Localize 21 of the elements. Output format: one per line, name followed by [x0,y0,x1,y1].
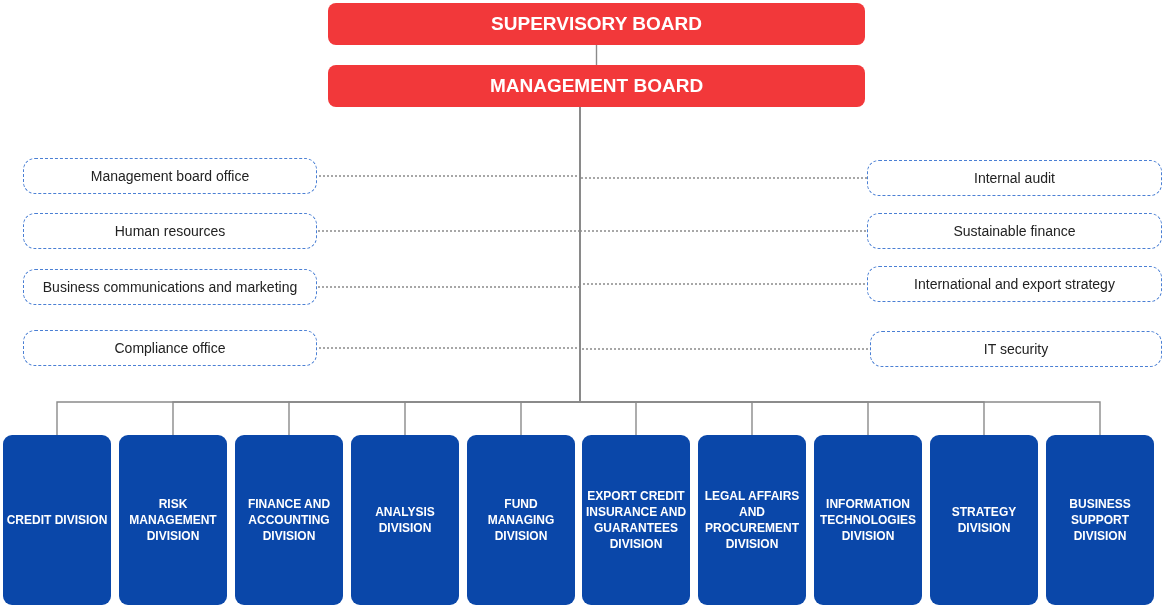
division-box: EXPORT CREDIT INSURANCE AND GUARANTEES DIVISION [582,435,690,605]
office-box: International and export strategy [867,266,1162,302]
office-box: Business communications and marketing [23,269,317,305]
office-box: Human resources [23,213,317,249]
division-box: LEGAL AFFAIRS AND PROCUREMENT DIVISION [698,435,806,605]
board-box: MANAGEMENT BOARD [328,65,865,107]
division-box: FINANCE AND ACCOUNTING DIVISION [235,435,343,605]
office-box: Internal audit [867,160,1162,196]
board-box: SUPERVISORY BOARD [328,3,865,45]
division-box: INFORMATION TECHNOLOGIES DIVISION [814,435,922,605]
connector-line [595,44,598,66]
office-box: Sustainable finance [867,213,1162,249]
office-box: Management board office [23,158,317,194]
division-box: CREDIT DIVISION [3,435,111,605]
division-box: BUSINESS SUPPORT DIVISION [1046,435,1154,605]
division-box: STRATEGY DIVISION [930,435,1038,605]
office-box: IT security [870,331,1162,367]
office-box: Compliance office [23,330,317,366]
division-box: RISK MANAGEMENT DIVISION [119,435,227,605]
division-box: FUND MANAGING DIVISION [467,435,575,605]
division-box: ANALYSIS DIVISION [351,435,459,605]
